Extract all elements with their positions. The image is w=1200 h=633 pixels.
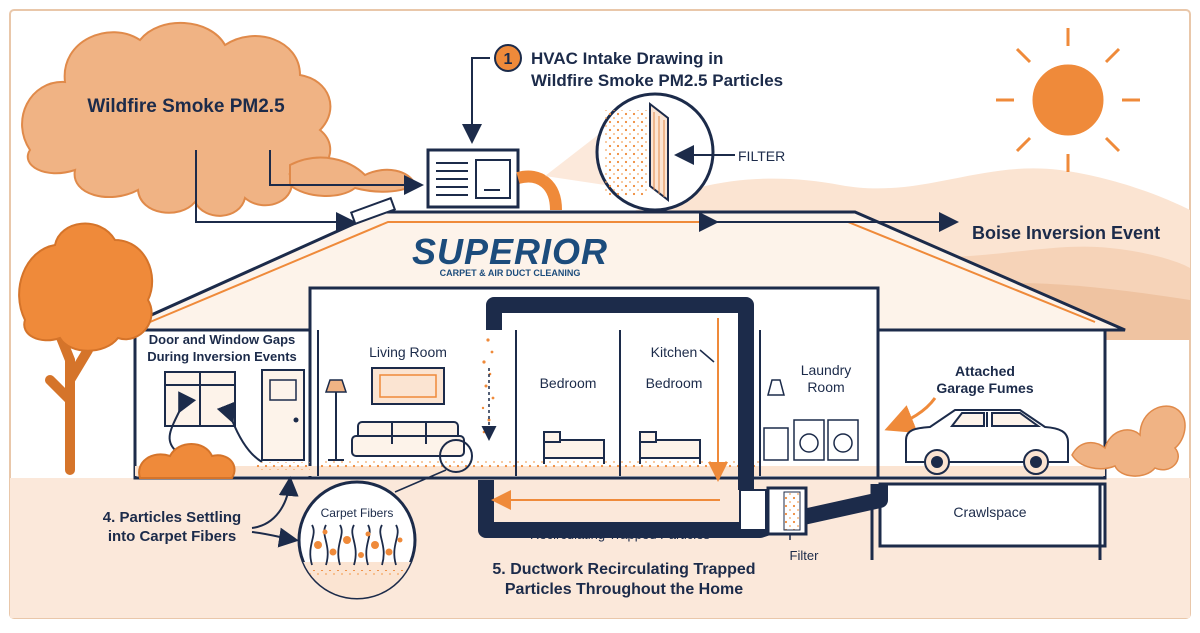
bed-icon: [543, 431, 605, 464]
arrow-step1: [462, 57, 490, 144]
kitchen-cabinet-icon: [763, 379, 789, 461]
door-window-line2: During Inversion Events: [147, 349, 297, 364]
magnifier-icon: [439, 439, 473, 473]
step1-badge: 1: [494, 44, 522, 72]
step1-line2: Wildfire Smoke PM2.5 Particles: [531, 71, 783, 90]
gap-arrow-window: [168, 391, 197, 451]
brand-name: SUPERIOR: [412, 231, 608, 272]
step4-arrow-up: [251, 476, 299, 529]
sun-icon: [996, 28, 1140, 172]
step4-line1: 4. Particles Settling: [103, 509, 241, 526]
sofa-icon: [351, 421, 465, 457]
garage-line2: Garage Fumes: [936, 380, 1033, 396]
arrow-smoke-to-hvac: [269, 150, 424, 195]
car-icon: [905, 409, 1069, 475]
carpet-particles: [320, 460, 760, 468]
door-icon: [261, 369, 305, 461]
step5-line1: 5. Ductwork Recirculating Trapped: [492, 561, 755, 578]
recirculating-label: Recirculating Trapped Particles: [530, 527, 710, 542]
garage-fume-arrow: [884, 397, 937, 434]
inversion-label: Boise Inversion Event: [972, 223, 1160, 243]
brand-logo: SUPERIOR CARPET & AIR DUCT CLEANING: [412, 231, 608, 278]
lamp-icon: [324, 379, 348, 461]
filter-top-label: FILTER: [738, 148, 785, 164]
step4-arrow-right: [251, 527, 299, 548]
living-room-label: Living Room: [369, 344, 447, 360]
bedroom-1-label: Bedroom: [540, 375, 597, 391]
wall-picture-icon: [371, 367, 445, 405]
door-window-line1: Door and Window Gaps: [149, 332, 296, 347]
brand-tagline: CARPET & AIR DUCT CLEANING: [440, 268, 581, 278]
exhaust-icon: [1071, 405, 1186, 477]
kitchen-leader: [699, 349, 715, 363]
tree-icon: [18, 222, 154, 475]
filter-icon: [739, 486, 808, 536]
filter-bottom-label: Filter: [790, 548, 820, 563]
washer-icon: [793, 419, 859, 461]
garage-line1: Attached: [955, 363, 1015, 379]
crawlspace-label: Crawlspace: [953, 504, 1026, 520]
bed-icon: [639, 431, 701, 464]
smoke-source-label: Wildfire Smoke PM2.5: [87, 96, 285, 117]
smoke-cloud-icon: [21, 21, 417, 217]
kitchen-label: Kitchen: [651, 344, 698, 360]
laundry-line1: Laundry: [801, 362, 852, 378]
hvac-unit-icon: [426, 148, 562, 211]
falling-particles: [481, 338, 495, 434]
magnifier-leader: [394, 469, 447, 493]
bush-icon: [138, 443, 236, 479]
roof-trim: [149, 221, 1096, 323]
filter-icon: [649, 101, 669, 203]
bedroom-2-label: Bedroom: [646, 375, 703, 391]
door-particles: [255, 462, 310, 470]
laundry-line2: Room: [807, 379, 844, 395]
crawlspace-box: [878, 482, 1107, 548]
step1-number: 1: [504, 51, 513, 68]
gap-arrow-door: [216, 401, 263, 463]
step5-line2: Particles Throughout the Home: [505, 581, 743, 598]
step1-line1: HVAC Intake Drawing in: [531, 49, 723, 68]
arrow-smoke-to-roof: [195, 150, 356, 232]
filter-zoom-callout: [595, 92, 715, 212]
roof-vent: [349, 196, 397, 226]
carpet-fibers-label: Carpet Fibers: [321, 506, 394, 520]
step4-line2: into Carpet Fibers: [108, 528, 236, 545]
